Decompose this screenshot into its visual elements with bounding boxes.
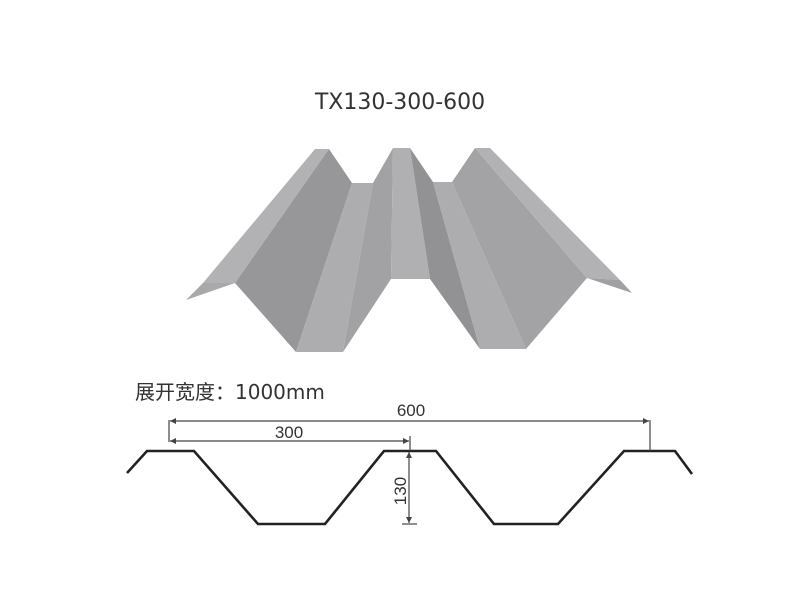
unfold-width-label: 展开宽度：1000mm <box>135 380 325 404</box>
panel-right-flap <box>587 278 632 293</box>
panel-left-flap <box>186 283 235 300</box>
panel-left-outer-slope <box>203 149 329 283</box>
panel-left-valley-floor <box>296 183 373 352</box>
panel-right-inner-face <box>452 148 587 349</box>
product-title: TX130-300-600 <box>314 90 486 115</box>
panel-center-top <box>391 148 430 279</box>
panel-left-inner-face <box>235 149 352 352</box>
panel-right-outer-slope <box>475 148 620 280</box>
panel-right-valley-floor <box>433 182 526 349</box>
dimension-label-600: 600 <box>397 401 425 420</box>
panel-center-right-face <box>410 148 480 349</box>
panel-center-left-face <box>343 148 393 352</box>
dimension-label-130: 130 <box>391 477 410 505</box>
dimension-label-300: 300 <box>275 423 303 442</box>
